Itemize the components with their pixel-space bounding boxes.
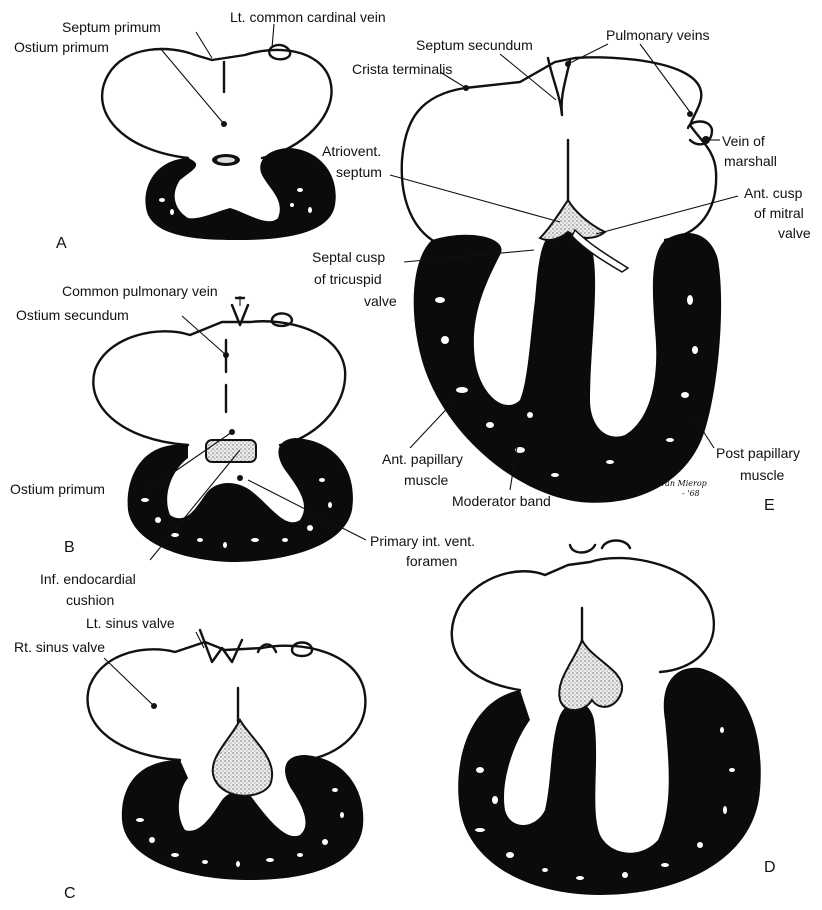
leader-cardinal-vein <box>272 24 274 48</box>
panel-label-a: A <box>56 235 67 252</box>
label-lt-sinus-valve: Lt. sinus valve <box>86 615 175 631</box>
panel-label-d: D <box>764 859 776 876</box>
panel-b-cushion <box>206 440 256 462</box>
leader-ant-papillary <box>410 400 455 448</box>
label-post-papillary-2: muscle <box>740 467 785 483</box>
label-moderator-band: Moderator band <box>452 493 551 509</box>
leader-pulmonary-vein-2 <box>640 44 690 112</box>
leader-septum-primum <box>196 32 212 58</box>
leader-atriovent-septum <box>390 175 560 222</box>
label-post-papillary-1: Post papillary <box>716 445 800 461</box>
label-septal-cusp-3: valve <box>364 293 397 309</box>
label-inf-endocardial-2: cushion <box>66 592 114 608</box>
label-septum-primum: Septum primum <box>62 19 161 35</box>
label-vein-of-marshall-1: Vein of <box>722 133 765 149</box>
label-ant-papillary-1: Ant. papillary <box>382 451 463 467</box>
label-septal-cusp-1: Septal cusp <box>312 249 385 265</box>
panel-c-cushion <box>213 720 272 796</box>
label-common-pulmonary-vein: Common pulmonary vein <box>62 283 218 299</box>
artist-signature-line-1: Van Mierop <box>660 479 707 488</box>
label-ant-papillary-2: muscle <box>404 472 449 488</box>
label-vein-of-marshall-2: marshall <box>724 153 777 169</box>
label-inf-endocardial-1: Inf. endocardial <box>40 571 136 587</box>
panel-d-cushion <box>559 640 622 710</box>
artist-signature-line-2: - '68 <box>682 489 700 498</box>
panel-label-b: B <box>64 539 75 556</box>
panel-d: D <box>452 541 776 896</box>
label-primary-int-vent-2: foramen <box>406 553 457 569</box>
panel-c: Lt. sinus valve Rt. sinus valve C <box>14 615 365 902</box>
panel-label-e: E <box>764 497 775 514</box>
label-rt-sinus-valve: Rt. sinus valve <box>14 639 105 655</box>
label-ant-cusp-mitral-3: valve <box>778 225 811 241</box>
label-primary-int-vent-1: Primary int. vent. <box>370 533 475 549</box>
label-atriovent-septum-1: Atriovent. <box>322 143 381 159</box>
label-septal-cusp-2: of tricuspid <box>314 271 382 287</box>
panel-label-c: C <box>64 885 76 902</box>
panel-b: Common pulmonary vein Ostium secundum Os… <box>10 283 475 608</box>
label-ostium-primum-b: Ostium primum <box>10 481 105 497</box>
panel-c-sinus-valves <box>200 630 242 662</box>
label-septum-secundum: Septum secundum <box>416 37 533 53</box>
leader-pulmonary-vein-1 <box>568 44 608 64</box>
panel-e: Septum secundum Pulmonary veins Crista t… <box>312 27 811 514</box>
label-ant-cusp-mitral-2: of mitral <box>754 205 804 221</box>
label-ant-cusp-mitral-1: Ant. cusp <box>744 185 803 201</box>
label-crista-terminalis: Crista terminalis <box>352 61 452 77</box>
panel-b-atria-outline <box>93 321 345 445</box>
label-ostium-primum-a: Ostium primum <box>14 39 109 55</box>
label-atriovent-septum-2: septum <box>336 164 382 180</box>
panel-a-ventricle-wall <box>145 148 335 240</box>
label-pulmonary-veins: Pulmonary veins <box>606 27 710 43</box>
leader-rt-sinus-valve <box>104 658 154 706</box>
panel-a-atria-outline <box>102 49 331 158</box>
leader-ant-cusp-mitral <box>596 196 738 234</box>
panel-a: Septum primum Ostium primum Lt. common c… <box>14 9 386 252</box>
label-lt-common-cardinal-vein: Lt. common cardinal vein <box>230 9 386 25</box>
label-ostium-secundum: Ostium secundum <box>16 307 129 323</box>
